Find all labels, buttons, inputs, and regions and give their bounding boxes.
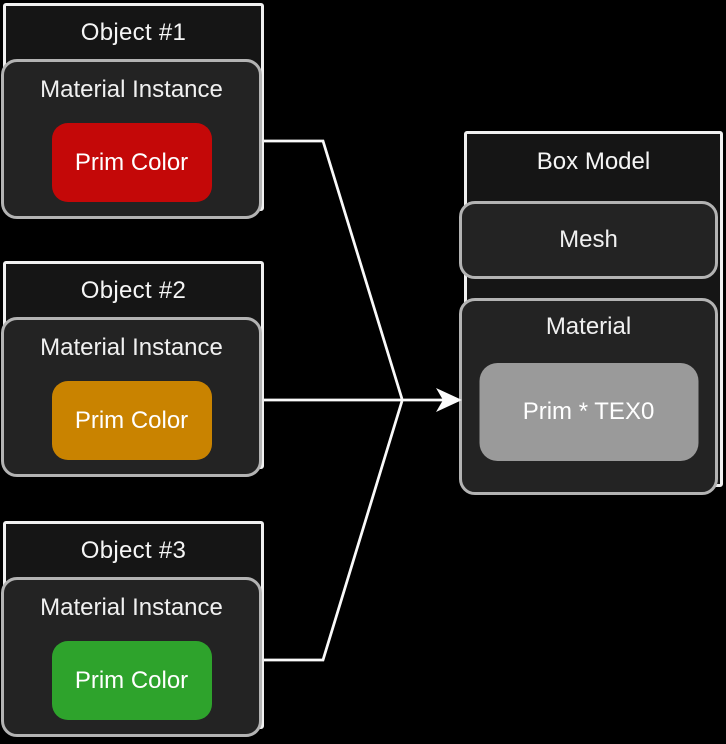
object-2-material-instance-box: Material Instance Prim Color — [1, 317, 262, 477]
material-instance-title: Material Instance — [40, 76, 223, 103]
mesh-box: Mesh — [459, 201, 718, 279]
connector-object3-to-material — [264, 400, 404, 662]
prim-color-node-green: Prim Color — [51, 641, 212, 720]
object-1-title: Object #1 — [80, 19, 187, 46]
material-instance-title: Material Instance — [40, 594, 223, 621]
prim-tex0-node: Prim * TEX0 — [479, 363, 698, 461]
object-2-title: Object #2 — [80, 277, 187, 304]
box-model-group: Box Model Mesh Material Prim * TEX0 — [459, 131, 726, 497]
object-1-group: Object #1 Material Instance Prim Color — [0, 3, 268, 219]
object-3-material-instance-box: Material Instance Prim Color — [1, 577, 262, 737]
object-3-title: Object #3 — [80, 537, 187, 564]
object-3-group: Object #3 Material Instance Prim Color — [0, 521, 268, 737]
box-model-title: Box Model — [536, 148, 651, 175]
material-title: Material — [545, 313, 632, 340]
prim-color-node-red: Prim Color — [51, 123, 212, 202]
material-box: Material Prim * TEX0 — [459, 298, 718, 495]
object-2-group: Object #2 Material Instance Prim Color — [0, 261, 268, 477]
prim-color-node-orange: Prim Color — [51, 381, 212, 460]
object-1-material-instance-box: Material Instance Prim Color — [1, 59, 262, 219]
mesh-label: Mesh — [559, 226, 618, 253]
connector-object1-to-material — [264, 139, 404, 400]
material-instance-title: Material Instance — [40, 334, 223, 361]
